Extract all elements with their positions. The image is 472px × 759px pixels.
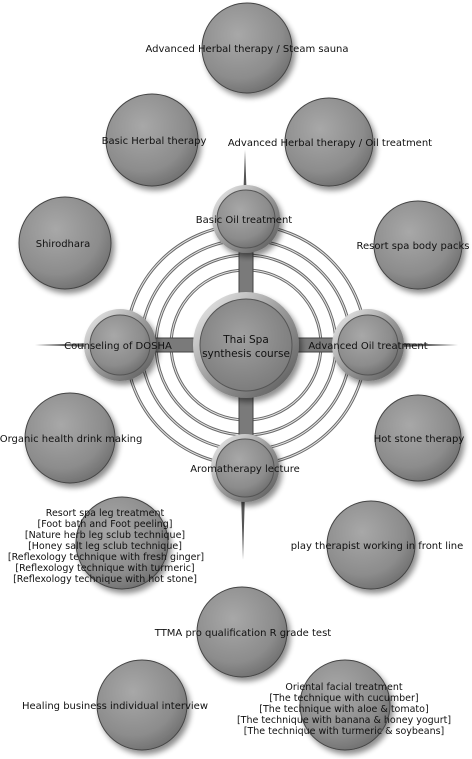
course-organic-drink-label: Organic health drink making bbox=[0, 434, 142, 445]
course-healing-business-label: Healing business individual interview bbox=[22, 701, 208, 712]
course-leg-treatment-item: [Foot bath and Foot peeling] bbox=[38, 519, 173, 530]
course-resort-body: Resort spa body packs bbox=[357, 200, 470, 290]
spoke-right: Advanced Oil treatment bbox=[308, 309, 428, 381]
course-oriental-facial-item: [The technique with cucumber] bbox=[269, 693, 418, 704]
course-oriental-facial-item: [The technique with aloe & tomato] bbox=[259, 704, 428, 715]
spoke-left: Counseling of DOSHA bbox=[64, 309, 172, 381]
course-shirodhara: Shirodhara bbox=[18, 196, 112, 290]
course-oriental-facial-item: [The technique with banana & honey yogur… bbox=[237, 715, 451, 726]
course-oriental-facial-title: Oriental facial treatment bbox=[285, 682, 403, 693]
course-hot-stone-label: Hot stone therapy bbox=[374, 434, 465, 445]
course-shirodhara-label: Shirodhara bbox=[36, 239, 91, 250]
course-healing-business: Healing business individual interview bbox=[22, 659, 208, 751]
course-leg-treatment-item: [Reflexology technique with turmeric] bbox=[15, 563, 194, 574]
course-leg-treatment-item: [Nature herb leg sclub technique] bbox=[25, 530, 185, 541]
course-adv-herbal-oil-label: Advanced Herbal therapy / Oil treatment bbox=[228, 138, 432, 149]
spoke-bottom-label: Aromatherapy lecture bbox=[190, 464, 300, 475]
course-steam-sauna-label: Advanced Herbal therapy / Steam sauna bbox=[145, 44, 348, 55]
course-leg-treatment-item: [Reflexology technique with fresh ginger… bbox=[8, 552, 204, 563]
course-ttma-label: TTMA pro qualification R grade test bbox=[154, 628, 332, 639]
course-organic-drink: Organic health drink making bbox=[0, 392, 142, 484]
spoke-right-label: Advanced Oil treatment bbox=[308, 341, 427, 352]
spoke-left-label: Counseling of DOSHA bbox=[64, 341, 172, 352]
spoke-top: Basic Oil treatment bbox=[196, 185, 293, 253]
course-basic-herbal-label: Basic Herbal therapy bbox=[102, 136, 207, 147]
course-leg-treatment-item: [Reflexology technique with hot stone] bbox=[13, 574, 197, 585]
course-basic-herbal: Basic Herbal therapy bbox=[102, 93, 207, 187]
course-resort-body-label: Resort spa body packs bbox=[357, 241, 470, 252]
course-front-line-label: play therapist working in front line bbox=[291, 541, 464, 552]
course-oriental-facial-item: [The technique with turmeric & soybeans] bbox=[244, 726, 445, 737]
course-adv-herbal-oil: Advanced Herbal therapy / Oil treatment bbox=[228, 97, 432, 187]
course-oriental-facial: Oriental facial treatment [The technique… bbox=[237, 659, 451, 751]
course-steam-sauna: Advanced Herbal therapy / Steam sauna bbox=[145, 2, 349, 94]
course-leg-treatment-title: Resort spa leg treatment bbox=[46, 508, 165, 519]
course-leg-treatment: Resort spa leg treatment [Foot bath and … bbox=[8, 496, 204, 590]
course-leg-treatment-item: [Honey salt leg sclub technique] bbox=[28, 541, 182, 552]
course-hot-stone: Hot stone therapy bbox=[374, 394, 465, 482]
center-title-line2: synthesis course bbox=[202, 348, 290, 360]
course-ttma: TTMA pro qualification R grade test bbox=[154, 586, 332, 678]
spoke-bottom: Aromatherapy lecture bbox=[190, 434, 300, 502]
course-front-line: play therapist working in front line bbox=[291, 500, 464, 590]
center-hub: Thai Spa synthesis course bbox=[193, 292, 299, 398]
center-title-line1: Thai Spa bbox=[222, 334, 269, 346]
spoke-top-label: Basic Oil treatment bbox=[196, 215, 293, 226]
